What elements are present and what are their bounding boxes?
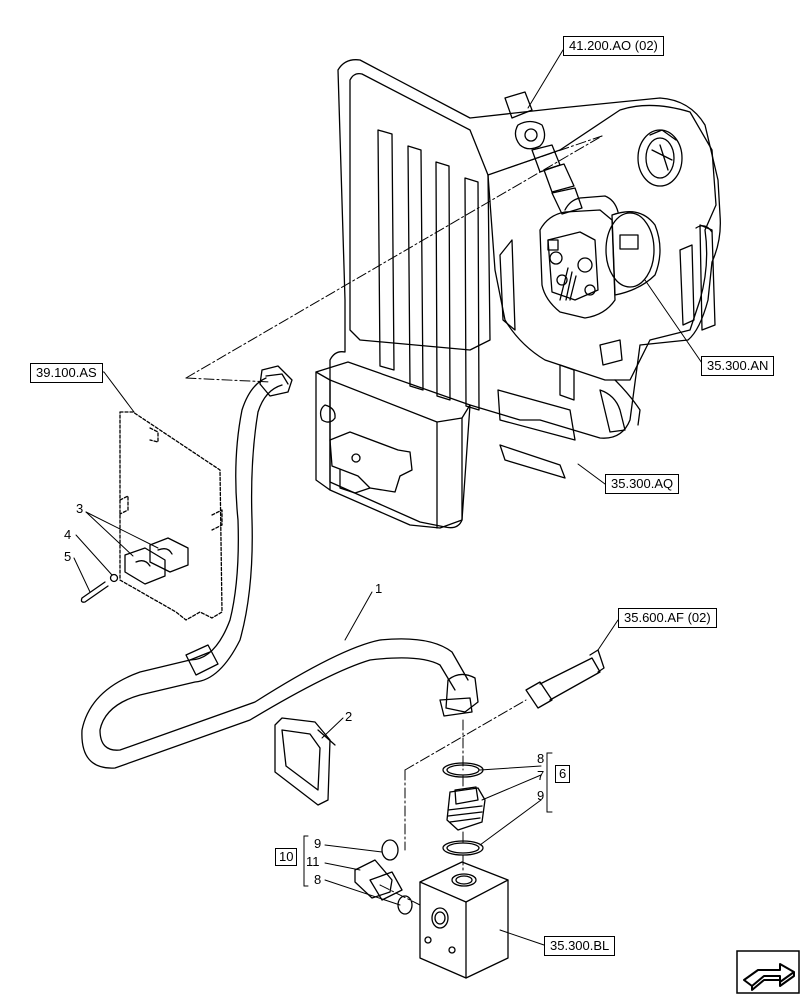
- callout-9-lower: 9: [314, 836, 322, 851]
- ref-35-300-bl[interactable]: 35.300.BL: [544, 936, 616, 956]
- hose-clip: [274, 717, 336, 806]
- ref-35-300-aq[interactable]: 35.300.AQ: [605, 474, 680, 494]
- callout-1: 1: [375, 581, 383, 596]
- callout-7: 7: [537, 768, 545, 783]
- suction-hose: [81, 365, 479, 769]
- breather-cap: [637, 129, 683, 187]
- ref-35-300-an[interactable]: 35.300.AN: [701, 356, 775, 376]
- ref-35-600-af[interactable]: 35.600.AF (02): [618, 608, 717, 628]
- callout-11: 11: [306, 854, 320, 869]
- ref-41-200-ao[interactable]: 41.200.AO (02): [563, 36, 664, 56]
- adapter-fitting-group: [442, 762, 486, 856]
- kit-6[interactable]: 6: [555, 765, 571, 783]
- callout-8-lower: 8: [314, 872, 322, 887]
- sensor-connector: [525, 649, 605, 709]
- callout-8-upper: 8: [537, 751, 545, 766]
- callout-4: 4: [64, 527, 72, 542]
- hose-clamp: [80, 537, 189, 603]
- top-fittings: [504, 91, 583, 215]
- kit-10[interactable]: 10: [275, 848, 298, 866]
- leader-lines: [67, 49, 705, 946]
- valve-block: [419, 861, 509, 979]
- next-page-arrow-icon[interactable]: [736, 950, 800, 994]
- callout-2: 2: [345, 709, 353, 724]
- elbow-fitting-group: [354, 839, 413, 915]
- routing-lines: [185, 135, 603, 906]
- callout-5: 5: [64, 549, 72, 564]
- filter-head: [539, 195, 661, 319]
- callout-3: 3: [76, 501, 84, 516]
- ref-39-100-as[interactable]: 39.100.AS: [30, 363, 103, 383]
- callout-9-upper: 9: [537, 788, 545, 803]
- hydraulic-tank: [315, 59, 721, 529]
- mounting-plate: [119, 411, 223, 621]
